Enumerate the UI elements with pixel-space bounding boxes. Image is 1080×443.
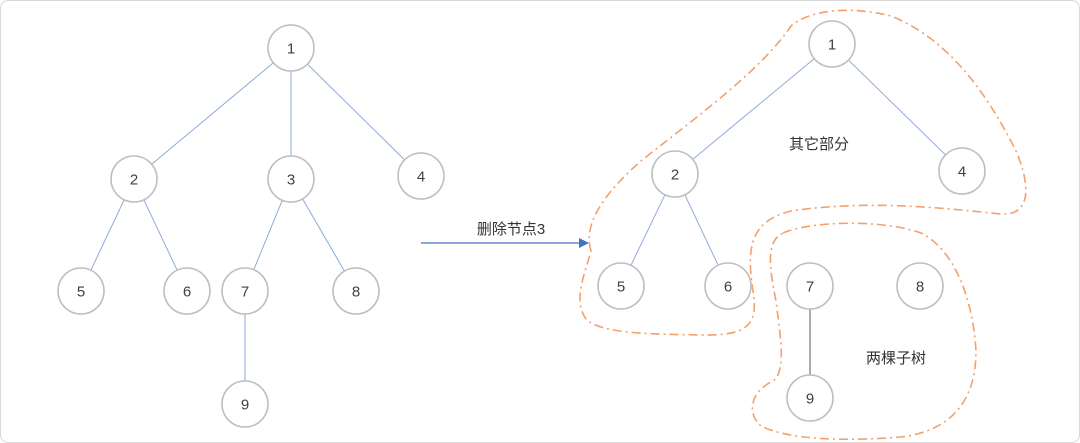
original-tree: 1 2 3 4 5 6 7 8 9 (57, 24, 445, 428)
node-label: 5 (77, 284, 85, 301)
arrow-head-icon (579, 238, 589, 248)
node-circle (221, 267, 269, 315)
edge-2-5 (630, 194, 666, 266)
node-circle (938, 147, 986, 195)
node-label: 4 (958, 164, 966, 181)
edge-2-6 (143, 199, 178, 271)
edge-3-7 (253, 200, 283, 270)
node-circle (786, 374, 834, 422)
node-label: 8 (916, 279, 924, 296)
node-label: 7 (806, 279, 814, 296)
node-label: 5 (617, 279, 625, 296)
node-label: 9 (241, 397, 249, 414)
node-label: 6 (183, 284, 191, 301)
node-circle (704, 262, 752, 310)
edge-3-8 (302, 198, 345, 272)
node-circle (57, 267, 105, 315)
other-part-label: 其它部分 (789, 135, 849, 153)
subtrees-outline (751, 222, 977, 441)
edge-2-5 (90, 199, 125, 271)
tree-node-1: 1 (267, 24, 315, 72)
node-circle (896, 262, 944, 310)
node-circle (221, 380, 269, 428)
node-circle (397, 152, 445, 200)
node-label: 1 (828, 37, 836, 54)
tree-node-1: 1 (808, 20, 856, 68)
edge-1-2 (151, 62, 274, 165)
node-circle (597, 262, 645, 310)
delete-arrow: 删除节点3 (421, 221, 589, 248)
node-circle (651, 150, 699, 198)
edge-1-2 (692, 58, 815, 160)
node-circle (332, 267, 380, 315)
node-label: 4 (417, 169, 425, 186)
edge-2-6 (684, 194, 719, 266)
node-label: 9 (806, 391, 814, 408)
arrow-label: 删除节点3 (477, 221, 545, 238)
other-part-outline (579, 9, 1027, 336)
node-label: 2 (671, 167, 679, 184)
tree-node-9: 9 (786, 374, 834, 422)
node-circle (808, 20, 856, 68)
node-label: 1 (287, 41, 295, 58)
tree-node-6: 6 (163, 267, 211, 315)
edge-1-4 (307, 63, 405, 161)
tree-node-4: 4 (938, 147, 986, 195)
tree-node-7: 7 (786, 262, 834, 310)
edge-1-4 (848, 59, 946, 156)
node-label: 6 (724, 279, 732, 296)
node-circle (267, 24, 315, 72)
tree-node-2: 2 (110, 155, 158, 203)
node-label: 7 (241, 284, 249, 301)
tree-node-5: 5 (597, 262, 645, 310)
node-label: 3 (287, 172, 295, 189)
tree-node-9: 9 (221, 380, 269, 428)
node-circle (163, 267, 211, 315)
tree-node-3: 3 (267, 155, 315, 203)
tree-node-5: 5 (57, 267, 105, 315)
node-label: 2 (130, 172, 138, 189)
node-circle (267, 155, 315, 203)
node-label: 8 (352, 284, 360, 301)
tree-node-4: 4 (397, 152, 445, 200)
subtrees-label: 两棵子树 (866, 350, 926, 367)
tree-node-7: 7 (221, 267, 269, 315)
result-trees: 1 2 4 5 6 7 8 9 (597, 20, 986, 422)
tree-node-6: 6 (704, 262, 752, 310)
node-circle (110, 155, 158, 203)
tree-node-2: 2 (651, 150, 699, 198)
tree-node-8: 8 (332, 267, 380, 315)
tree-node-8: 8 (896, 262, 944, 310)
node-circle (786, 262, 834, 310)
